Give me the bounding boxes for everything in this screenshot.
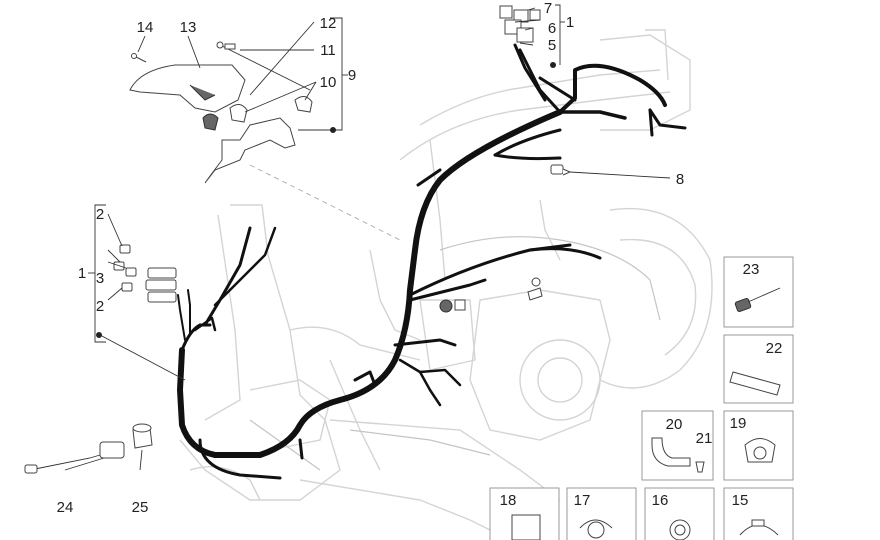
callout-20: 20	[666, 416, 683, 433]
part-tile-15	[723, 487, 794, 540]
ground-connector	[527, 277, 543, 301]
callout-21: 21	[696, 430, 713, 447]
callout-24: 24	[57, 499, 74, 516]
callout-25: 25	[132, 499, 149, 516]
mounting-bracket	[204, 117, 296, 184]
callout-10: 10	[320, 74, 337, 91]
callout-6: 6	[548, 20, 556, 37]
connector-clip-8	[550, 164, 572, 176]
group-marker-dot	[96, 332, 102, 338]
dashboard-connector-group	[113, 244, 177, 303]
part-tile-23	[723, 256, 794, 328]
callout-12: 12	[320, 15, 337, 32]
part-tile-16	[644, 487, 715, 540]
callout-3: 3	[96, 270, 104, 287]
callout-15: 15	[732, 492, 749, 509]
callout-labels: 7 1 6 5 8 12 11 9 10 13 14 2 1 3 2 23 22…	[57, 0, 783, 516]
part-tile-18	[489, 487, 560, 540]
callout-23: 23	[743, 261, 760, 278]
callout-7: 7	[544, 0, 552, 17]
callout-1-top: 1	[566, 14, 574, 31]
callout-13: 13	[180, 19, 197, 36]
callout-22: 22	[766, 340, 783, 357]
sensor-connector	[439, 299, 466, 313]
scooter-frame-outline	[179, 29, 713, 536]
part-tile-20-21	[641, 410, 714, 481]
cable-clamp-10	[202, 96, 313, 131]
throttle-cable-11	[216, 41, 311, 91]
callout-2-upper: 2	[96, 206, 104, 223]
part-tile-22	[723, 334, 794, 404]
callout-17: 17	[574, 492, 591, 509]
group-marker-dot	[550, 62, 556, 68]
part-tile-19	[723, 410, 794, 481]
callout-leader-lines	[64, 4, 671, 471]
relay-connector-group	[499, 5, 541, 43]
group-marker-dot	[330, 127, 336, 133]
callout-9: 9	[348, 67, 356, 84]
callout-18: 18	[500, 492, 517, 509]
callout-8: 8	[676, 171, 684, 188]
callout-16: 16	[652, 492, 669, 509]
main-wiring-harness	[177, 43, 687, 480]
callout-5: 5	[548, 37, 556, 54]
callout-14: 14	[137, 19, 154, 36]
part-tile-17	[566, 487, 637, 540]
callout-11: 11	[320, 42, 336, 59]
callout-2-lower: 2	[96, 298, 104, 315]
grommet-25	[132, 423, 153, 449]
callout-19: 19	[730, 415, 747, 432]
sensor-lead-24	[24, 441, 125, 474]
handlebar-cover-13	[129, 64, 246, 113]
screw-14	[131, 53, 147, 63]
assembly-guide-line	[249, 164, 401, 241]
callout-1-left: 1	[78, 265, 86, 282]
